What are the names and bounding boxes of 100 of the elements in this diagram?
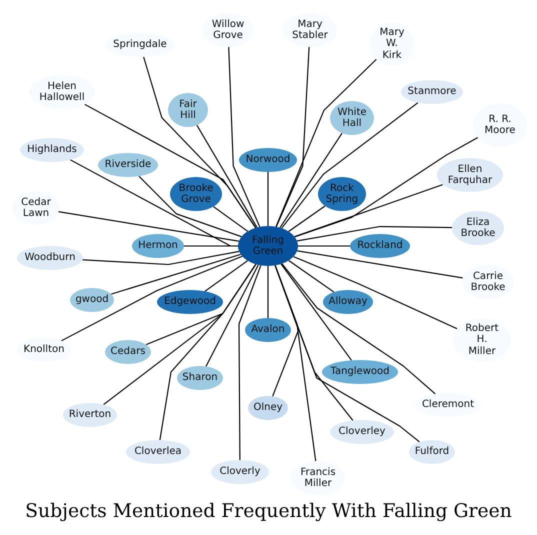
- connector-line: [228, 46, 260, 228]
- node-label: gwood: [75, 294, 109, 306]
- connector-line: [298, 245, 350, 247]
- connector-line: [281, 102, 418, 229]
- node-label: Mary Stabler: [292, 18, 328, 42]
- connector-line: [58, 211, 239, 242]
- ellipse-node: [322, 360, 398, 384]
- connector-line: [294, 184, 443, 238]
- ellipse-node: [132, 234, 184, 258]
- connector-line: [184, 245, 238, 247]
- node-label: Cloverly: [220, 466, 260, 478]
- node-label: Cedar Lawn: [21, 196, 51, 220]
- node-label: Carrie Brooke: [470, 270, 506, 294]
- node-label: Stanmore: [408, 86, 456, 98]
- node-label: Sharon: [182, 372, 218, 384]
- node-label: Edgewood: [164, 296, 216, 308]
- ellipse-node: [248, 396, 288, 420]
- node-label: Cloverlea: [134, 446, 182, 458]
- connector-line: [267, 172, 269, 226]
- node-label: R. R. Moore: [484, 114, 516, 136]
- diagram-title: Subjects Mentioned Frequently With Falling Green: [24, 500, 513, 524]
- connector-line: [206, 264, 259, 367]
- connector-line: [288, 260, 334, 293]
- ellipse-node: [13, 191, 59, 225]
- connector-line: [138, 176, 242, 238]
- node-label: Cleremont: [422, 399, 474, 411]
- node-label: Ellen Farquhar: [448, 164, 492, 186]
- ellipse-node: [98, 153, 158, 177]
- node-label: Alloway: [328, 296, 368, 308]
- node-label: Rockland: [357, 240, 403, 252]
- connector-line: [159, 264, 256, 440]
- ellipse-node: [245, 318, 291, 342]
- node-label: Avalon: [251, 324, 285, 336]
- node-label: Woodburn: [24, 252, 76, 264]
- connector-line: [297, 250, 463, 278]
- connector-line: [293, 256, 458, 330]
- connector-line: [238, 265, 262, 460]
- connector-line: [280, 132, 342, 228]
- connector-line: [272, 265, 300, 396]
- node-label: Hermon: [138, 240, 178, 252]
- ellipse-node: [203, 13, 253, 47]
- ellipse-node: [323, 290, 373, 314]
- ellipse-node: [29, 75, 95, 109]
- ellipse-node: [238, 226, 298, 266]
- node-label: Willow Grove: [212, 18, 244, 42]
- connector-line: [213, 206, 248, 232]
- ellipse-node: [409, 440, 455, 464]
- ellipse-node: [350, 234, 410, 258]
- connector-line: [276, 46, 310, 228]
- node-label: Riverton: [68, 409, 112, 421]
- node-label: Mary W. Kirk: [380, 26, 404, 62]
- node-label: White Hall: [337, 106, 367, 130]
- connector-line: [82, 250, 240, 266]
- ellipse-node: [473, 103, 527, 147]
- node-label: Tanglewood: [330, 366, 390, 378]
- node-label: Olney: [253, 402, 283, 414]
- node-label: Springdale: [113, 39, 167, 51]
- ellipse-node: [330, 101, 374, 135]
- node-label: Cedars: [110, 346, 146, 358]
- ellipse-node: [318, 177, 366, 211]
- node-label: Norwood: [246, 154, 290, 166]
- node-label: Brooke Grove: [178, 182, 214, 206]
- connector-line: [61, 256, 242, 342]
- ellipse-node: [70, 288, 114, 312]
- connector-line: [111, 254, 241, 295]
- ellipse-node: [105, 340, 151, 364]
- node-label: Highlands: [27, 144, 77, 156]
- connector-line: [84, 104, 256, 228]
- node-label: Francis Miller: [300, 466, 336, 490]
- connector-line: [196, 124, 258, 228]
- connector-line: [288, 206, 326, 232]
- ellipse-node: [437, 158, 503, 192]
- ellipse-node: [452, 211, 504, 245]
- connector-line: [204, 260, 248, 292]
- node-label: Fair Hill: [179, 98, 197, 122]
- ellipse-node: [453, 318, 511, 362]
- ellipse-node: [168, 93, 208, 127]
- connector-line: [267, 266, 269, 318]
- ellipse-node: [63, 403, 117, 427]
- node-label: Knollton: [24, 344, 64, 356]
- node-label: Cloverley: [338, 426, 386, 438]
- ellipse-node: [157, 290, 223, 314]
- connector-line: [296, 226, 452, 242]
- ellipse-node: [177, 366, 223, 390]
- connector-line: [274, 265, 316, 462]
- ellipse-node: [370, 22, 414, 66]
- connector-line: [280, 264, 352, 361]
- ellipse-node: [239, 148, 297, 172]
- connector-line: [276, 59, 377, 227]
- node-label: Rock Spring: [326, 182, 358, 206]
- ellipse-node: [330, 420, 394, 444]
- node-label: Falling Green: [252, 234, 284, 258]
- node-label: Helen Hallowell: [39, 80, 85, 104]
- ellipse-node: [170, 177, 222, 211]
- node-label: Robert H. Miller: [465, 322, 499, 358]
- node-label: Riverside: [104, 159, 152, 171]
- node-label: Fulford: [414, 446, 450, 458]
- connector-line: [282, 263, 436, 394]
- node-label: Eliza Brooke: [460, 216, 496, 240]
- connector-line: [294, 137, 478, 238]
